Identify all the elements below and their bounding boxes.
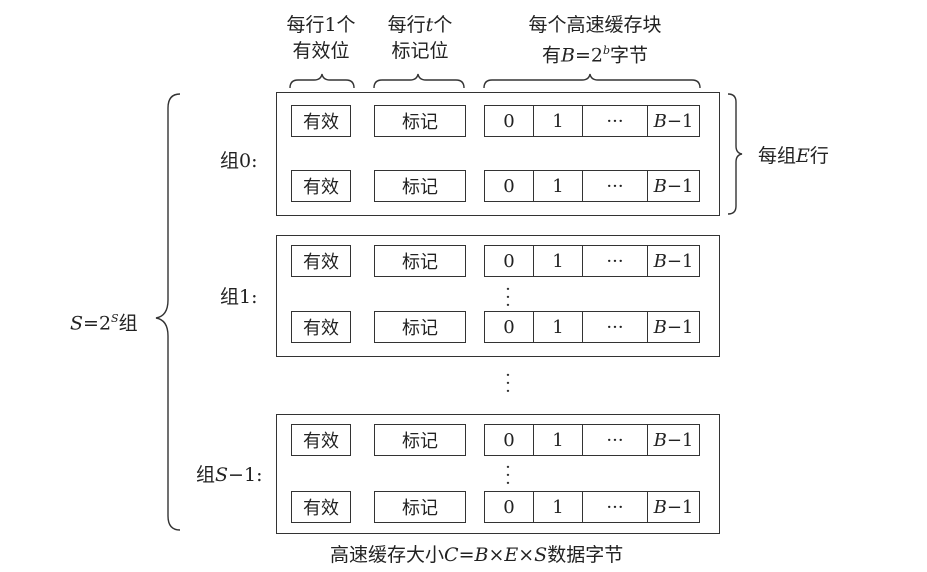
byte-0-cell: 0 xyxy=(484,170,534,202)
tag-cell: 标记 xyxy=(374,245,466,277)
valid-header-brace xyxy=(289,73,355,89)
byte-ellipsis-cell: ··· xyxy=(582,424,648,456)
lines-per-set-label: 每组E行 xyxy=(758,145,829,167)
tag-header-brace xyxy=(373,73,465,89)
byte-0-cell: 0 xyxy=(484,311,534,343)
valid-cell: 有效 xyxy=(291,311,351,343)
lines-per-set-brace xyxy=(727,93,743,215)
tag-bits-header-line2: 标记位 xyxy=(391,40,449,62)
byte-ellipsis-cell: ··· xyxy=(582,245,648,277)
byte-last-cell: B−1 xyxy=(647,311,700,343)
sets-brace xyxy=(155,93,181,531)
byte-last-cell: B−1 xyxy=(647,491,700,523)
tag-bits-header-line1: 每行t个 xyxy=(387,14,453,36)
set-1-label: 组1: xyxy=(220,286,258,308)
byte-last-cell: B−1 xyxy=(647,105,700,137)
byte-ellipsis-cell: ··· xyxy=(582,105,648,137)
valid-cell: 有效 xyxy=(291,245,351,277)
byte-1-cell: 1 xyxy=(533,105,583,137)
valid-bit-header: 每行1个 有效位 xyxy=(276,14,366,62)
byte-last-cell: B−1 xyxy=(647,245,700,277)
byte-last-cell: B−1 xyxy=(647,424,700,456)
cache-size-caption: 高速缓存大小C=B×E×S数据字节 xyxy=(330,544,624,566)
set-1-vertical-ellipsis: ··· xyxy=(505,279,511,316)
byte-ellipsis-cell: ··· xyxy=(582,170,648,202)
block-header-line1: 每个高速缓存块 xyxy=(528,14,662,36)
byte-1-cell: 1 xyxy=(533,491,583,523)
byte-ellipsis-cell: ··· xyxy=(582,311,648,343)
byte-1-cell: 1 xyxy=(533,311,583,343)
set-last-vertical-ellipsis: ··· xyxy=(505,457,511,494)
byte-0-cell: 0 xyxy=(484,424,534,456)
valid-bit-header-line1: 每行1个 xyxy=(286,14,356,36)
sets-count-label: S=2S组 xyxy=(70,312,138,335)
set-0-label: 组0: xyxy=(220,150,258,172)
tag-cell: 标记 xyxy=(374,424,466,456)
byte-last-cell: B−1 xyxy=(647,170,700,202)
tag-cell: 标记 xyxy=(374,105,466,137)
valid-cell: 有效 xyxy=(291,170,351,202)
valid-cell: 有效 xyxy=(291,105,351,137)
tag-cell: 标记 xyxy=(374,311,466,343)
sets-vertical-ellipsis: ··· xyxy=(505,365,511,402)
valid-cell: 有效 xyxy=(291,491,351,523)
byte-0-cell: 0 xyxy=(484,245,534,277)
byte-1-cell: 1 xyxy=(533,170,583,202)
byte-0-cell: 0 xyxy=(484,491,534,523)
block-header-line2: 有B=2b字节 xyxy=(541,44,649,67)
block-header-brace xyxy=(483,73,701,89)
byte-0-cell: 0 xyxy=(484,105,534,137)
byte-1-cell: 1 xyxy=(533,424,583,456)
tag-cell: 标记 xyxy=(374,491,466,523)
tag-cell: 标记 xyxy=(374,170,466,202)
byte-ellipsis-cell: ··· xyxy=(582,491,648,523)
block-header: 每个高速缓存块 有B=2b字节 xyxy=(480,14,710,66)
valid-bit-header-line2: 有效位 xyxy=(292,40,350,62)
tag-bits-header: 每行t个 标记位 xyxy=(370,14,470,62)
set-last-label: 组S−1: xyxy=(196,464,263,486)
valid-cell: 有效 xyxy=(291,424,351,456)
byte-1-cell: 1 xyxy=(533,245,583,277)
